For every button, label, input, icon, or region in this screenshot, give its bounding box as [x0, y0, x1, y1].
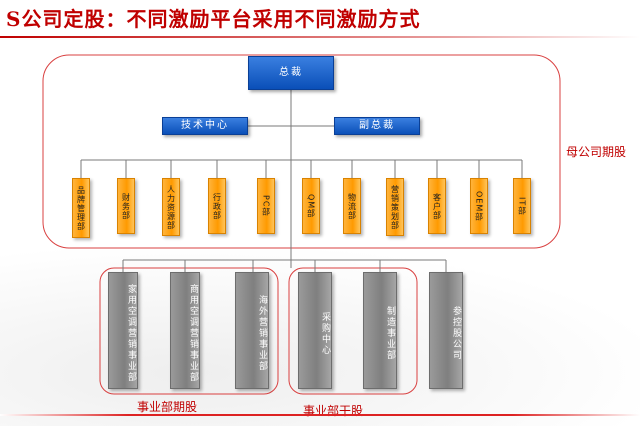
bu-holding-companies: 参控股公司 [429, 272, 463, 389]
bu-commercial-ac-marketing: 商用空调营销事业部 [170, 272, 200, 389]
label-division-share: 事业部干股 [303, 404, 364, 418]
label-parent-company-option: 母公司期股 [566, 145, 627, 159]
title-underline [0, 36, 640, 38]
bottom-divider [0, 414, 640, 416]
division-option-group-outline [99, 267, 279, 395]
dept-brand-management: 品牌管理部 [72, 178, 90, 238]
dept-pc: PC部 [257, 178, 275, 234]
dept-customer: 客户部 [428, 178, 446, 234]
org-node-vice-president: 副总裁 [334, 117, 420, 135]
dept-oem: OEM部 [470, 178, 488, 234]
bu-household-ac-marketing: 家用空调营销事业部 [108, 272, 138, 389]
slide-title: S公司定股：不同激励平台采用不同激励方式 [6, 7, 421, 31]
label-division-option: 事业部期股 [137, 400, 198, 414]
dept-finance: 财务部 [117, 178, 135, 234]
dept-human-resources: 人力资源部 [162, 178, 180, 236]
parent-company-group-outline [42, 54, 561, 249]
bu-manufacturing: 制造事业部 [363, 272, 397, 389]
dept-it: IT部 [513, 178, 531, 234]
dept-logistics: 物流部 [343, 178, 361, 234]
dept-marketing-planning: 营销策划部 [386, 178, 404, 236]
division-share-group-outline [288, 267, 418, 395]
dept-administration: 行政部 [208, 178, 226, 234]
org-node-tech-center: 技术中心 [162, 117, 248, 135]
dept-qm: QM部 [302, 178, 320, 234]
bu-overseas-marketing: 海外营销事业部 [235, 272, 269, 389]
bu-procurement-center: 采购中心 [298, 272, 332, 389]
org-node-president: 总裁 [248, 56, 334, 90]
